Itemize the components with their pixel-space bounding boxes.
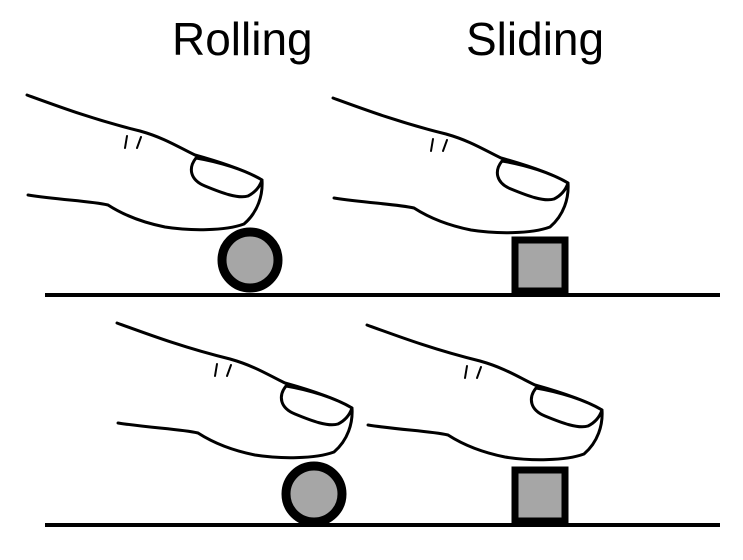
bottom-rolling-finger bbox=[115, 321, 354, 460]
bottom-rolling-ball bbox=[281, 461, 347, 527]
top-sliding-block bbox=[511, 236, 569, 295]
bottom-sliding-block bbox=[511, 466, 569, 525]
rolling-heading: Rolling bbox=[172, 13, 313, 65]
top-sliding-finger bbox=[331, 96, 570, 235]
top-rolling-finger bbox=[25, 93, 264, 232]
top-rolling-ball bbox=[217, 227, 283, 293]
bottom-sliding-finger bbox=[365, 323, 604, 462]
sliding-heading: Sliding bbox=[466, 13, 605, 65]
